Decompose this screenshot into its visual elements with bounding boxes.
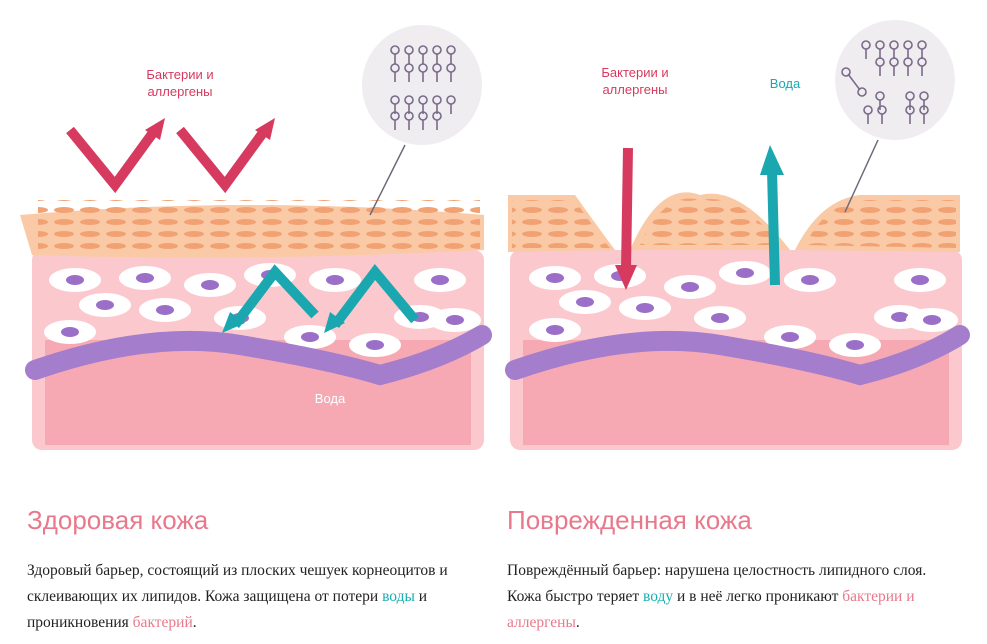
healthy-skin — [20, 25, 492, 450]
desc-text: Повреждённый барьер: нарушена целостност… — [507, 562, 927, 605]
desc-text: . — [575, 614, 580, 631]
healthy-water-label: Вода — [314, 391, 346, 406]
damaged-water-label: Вода — [769, 76, 801, 91]
healthy-skin-illustration — [20, 20, 970, 450]
desc-text: . — [192, 614, 197, 631]
desc-text: и в неё легко проникают — [673, 588, 843, 605]
healthy-skin-description: Здоровый барьер, состоящий из плоских че… — [27, 558, 492, 636]
desc-text: Здоровый барьер, состоящий из плоских че… — [27, 562, 448, 605]
damaged-skin — [505, 20, 970, 450]
damaged-skin-title: Поврежденная кожа — [507, 505, 752, 535]
healthy-bacteria-label: Бактерии и аллергены — [146, 67, 214, 99]
water-link-text: воду — [642, 588, 674, 605]
damaged-skin-description: Повреждённый барьер: нарушена целостност… — [507, 558, 957, 636]
water-link-text: воды — [382, 588, 415, 605]
basal-layer — [25, 325, 492, 386]
damaged-bacteria-label: Бактерии и аллергены — [601, 65, 669, 97]
desc-text: и проникновения — [27, 588, 428, 631]
bacteria-arrows — [66, 126, 270, 194]
water-arrows — [231, 263, 419, 329]
bacteria-link-text: бактерий — [132, 614, 193, 631]
healthy-skin-title: Здоровая кожа — [27, 505, 209, 535]
bacteria-link-text: бактерии и аллергены — [507, 588, 915, 631]
